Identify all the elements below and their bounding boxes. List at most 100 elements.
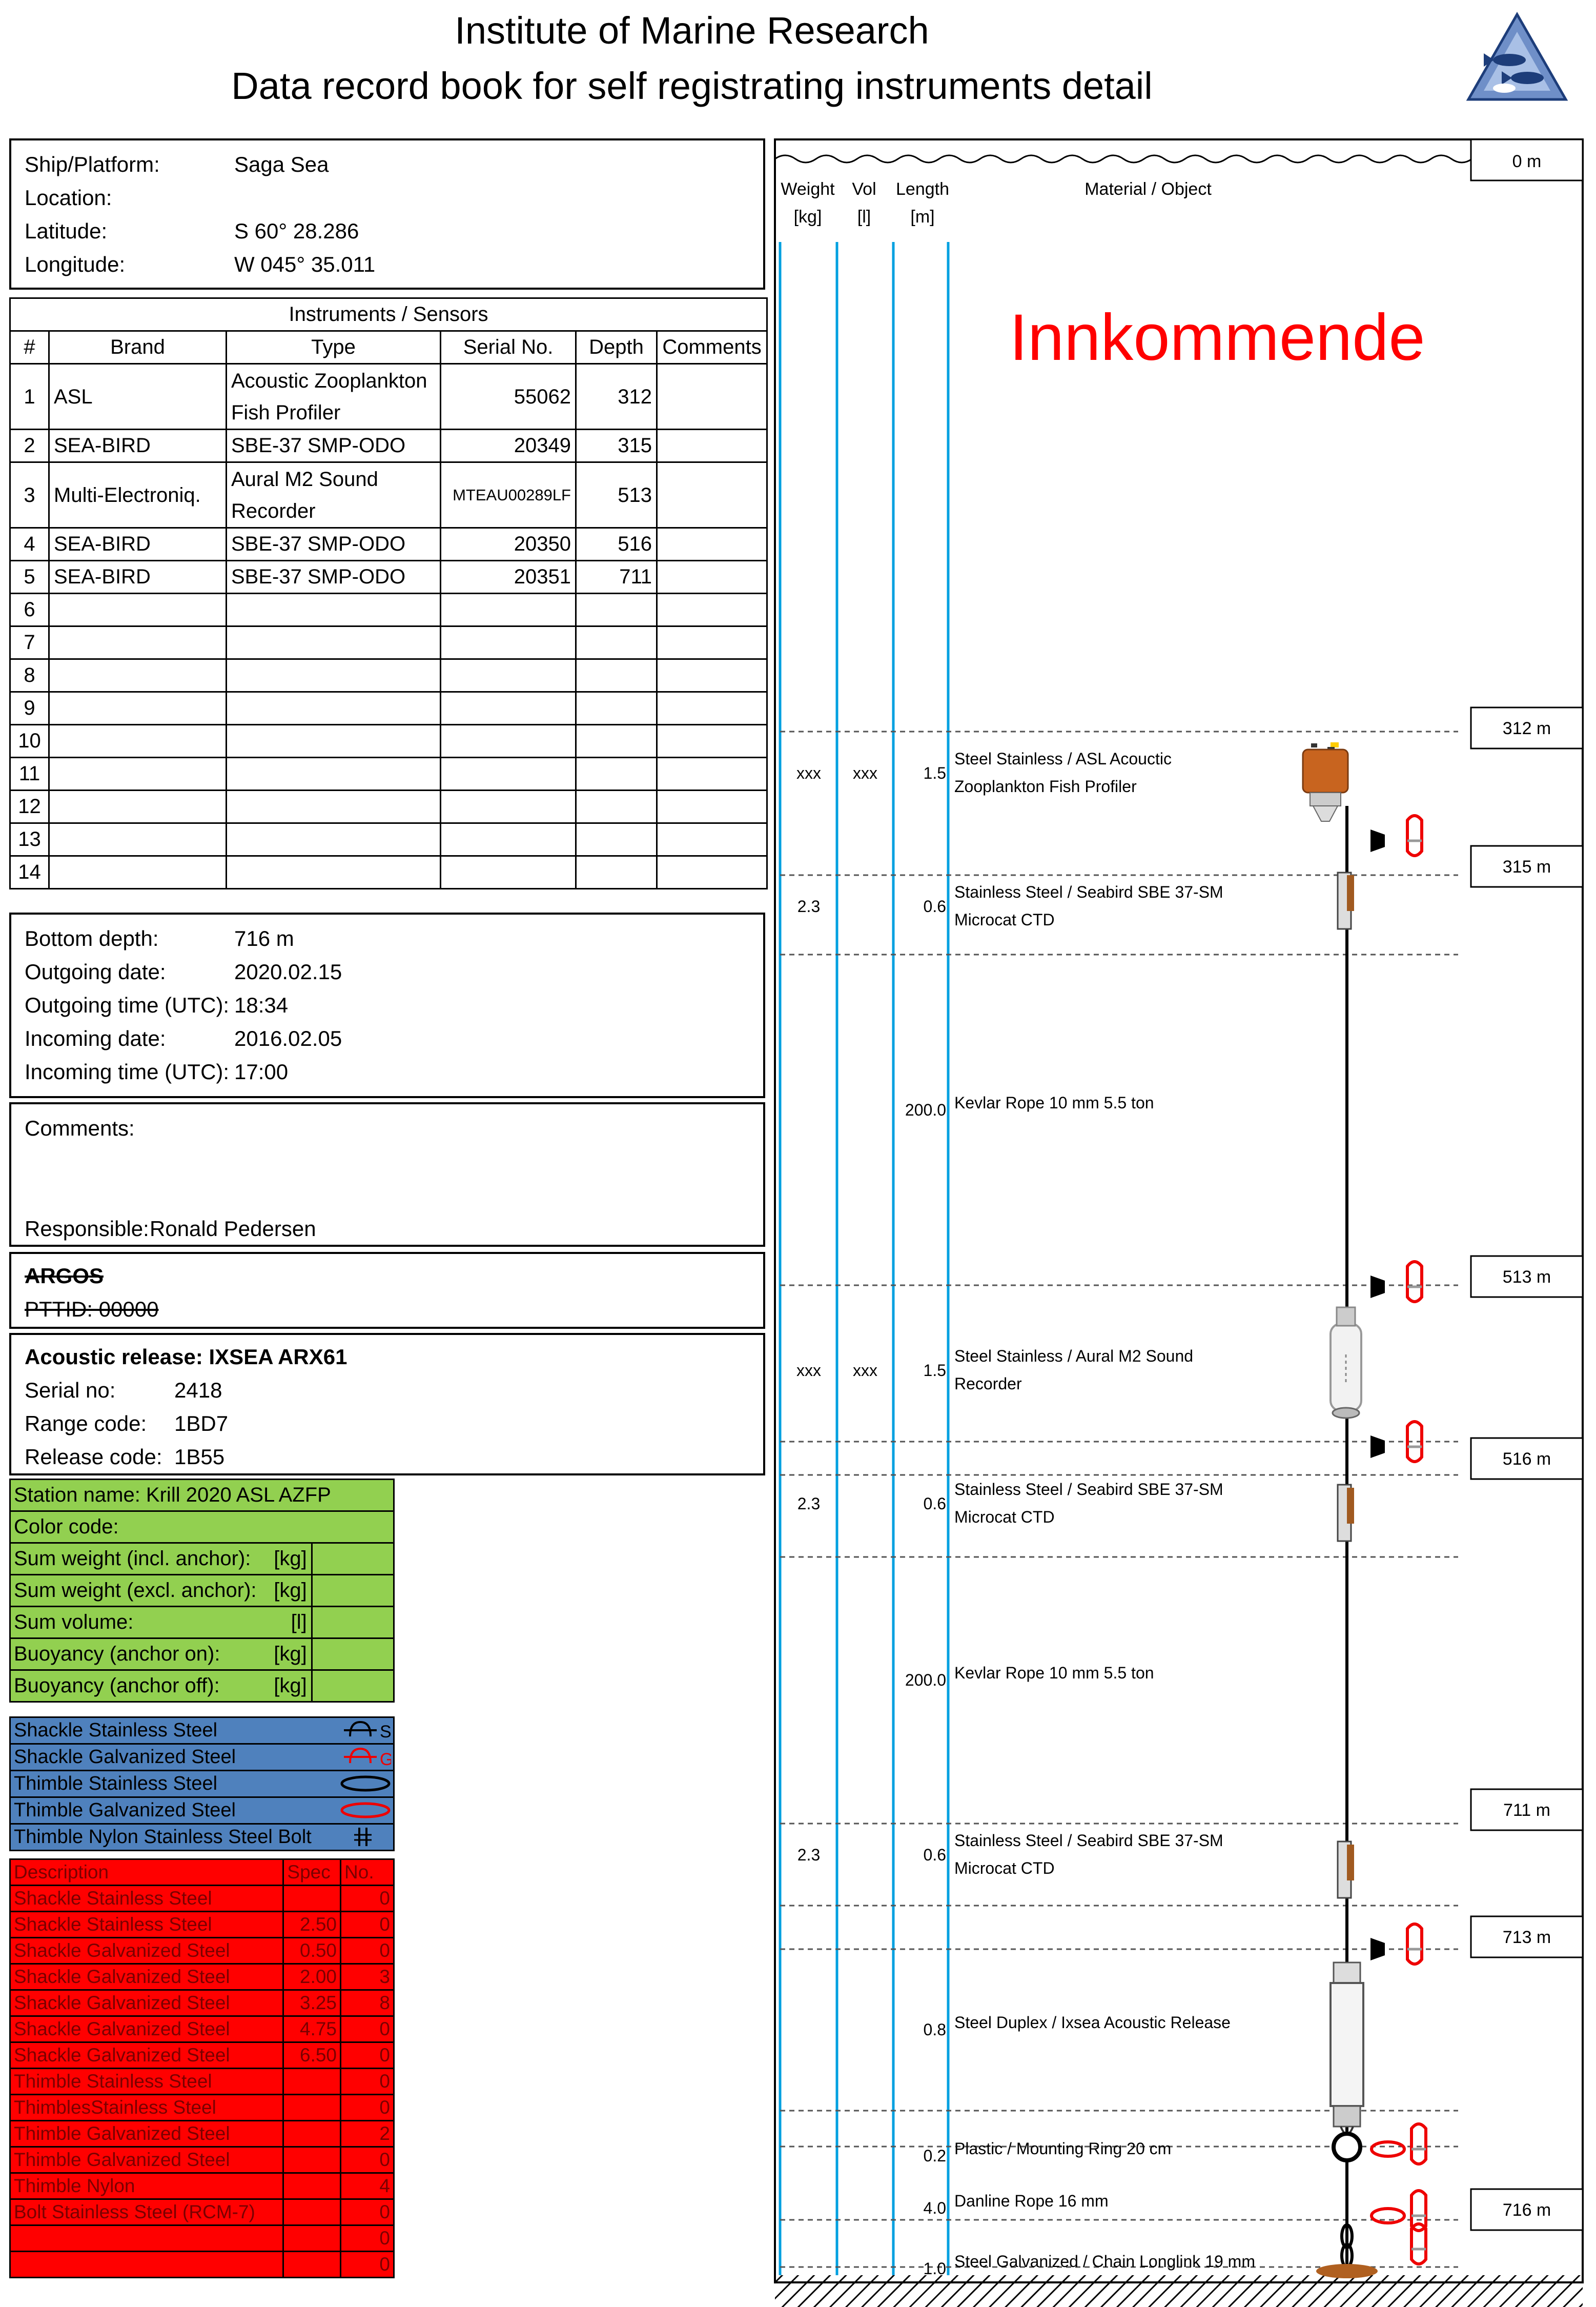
parts-n-cell: 0 — [340, 2198, 395, 2226]
station-row: Buoyancy (anchor off): [kg] — [9, 1669, 395, 1703]
instrument-brand-cell: ASL — [48, 363, 227, 430]
instrument-brand-cell — [48, 855, 227, 889]
argos-box: ARGOS PTTID: 00000 — [9, 1252, 765, 1329]
station-value-cell — [311, 1637, 395, 1671]
item-length: 0.6 — [924, 897, 946, 916]
release-code-value: 1B55 — [174, 1445, 225, 1469]
item-material: Kevlar Rope 10 mm 5.5 ton — [954, 1094, 1154, 1112]
item-material: Steel Duplex / Ixsea Acoustic Release — [954, 2013, 1231, 2032]
station-value-cell — [311, 1606, 395, 1639]
instrument-depth-cell — [575, 724, 658, 758]
galvanized-shackle-icon — [1410, 2222, 1427, 2265]
ctd-516-icon — [1337, 1484, 1354, 1542]
instrument-serial-cell — [440, 790, 577, 824]
parts-n-cell: 0 — [340, 1885, 395, 1912]
mooring-diagram: Weight [kg] Vol [l] Length [m] Material … — [774, 138, 1584, 2307]
parts-header-cell: Spec — [282, 1858, 342, 1886]
station-label: Sum volume: — [14, 1611, 134, 1633]
svg-text:S: S — [380, 1722, 391, 1741]
parts-row: 0 — [9, 2224, 395, 2252]
incoming-stamp: Innkommende — [1009, 301, 1425, 374]
latitude-label: Latitude: — [25, 219, 108, 243]
parts-n-cell: 0 — [340, 1937, 395, 1965]
station-label: Buoyancy (anchor off): — [14, 1674, 220, 1697]
legend-label: Thimble Nylon Stainless Steel Bolt — [14, 1826, 312, 1848]
instrument-row: 10 — [9, 724, 768, 758]
incoming-date-label: Incoming date: — [25, 1026, 166, 1050]
instrument-n-cell: 11 — [9, 757, 50, 791]
instrument-depth-cell — [575, 691, 658, 725]
instrument-n-cell: 13 — [9, 822, 50, 857]
instrument-n-cell: 8 — [9, 658, 50, 693]
legend-label: Shackle Galvanized Steel — [14, 1746, 236, 1768]
instrument-depth-cell: 711 — [575, 560, 658, 594]
instrument-row: 14 — [9, 855, 768, 889]
instrument-comment-cell — [656, 625, 768, 660]
responsible-value: Ronald Pedersen — [150, 1217, 316, 1241]
instrument-serial-cell — [440, 593, 577, 627]
item-length: 0.6 — [924, 1494, 946, 1513]
parts-d-cell: Shackle Galvanized Steel — [9, 1963, 284, 1991]
galvanized-shackle-icon — [1406, 1420, 1423, 1463]
station-unit: [kg] — [274, 1674, 307, 1697]
instrument-serial-cell: 20349 — [440, 429, 577, 463]
mounting-ring-icon — [1332, 2132, 1362, 2162]
parts-n-cell: 0 — [340, 1911, 395, 1938]
instrument-row: 12 — [9, 790, 768, 824]
sea-surface — [774, 154, 1534, 164]
instrument-serial-cell — [440, 625, 577, 660]
item-length: 1.5 — [924, 764, 946, 782]
parts-n-cell: 0 — [340, 2146, 395, 2174]
station-label-cell: Station name: Krill 2020 ASL AZFP — [9, 1479, 395, 1512]
instrument-brand-cell: SEA-BIRD — [48, 527, 227, 561]
parts-s-cell — [282, 2094, 342, 2121]
item-material: Steel Stainless / Aural M2 Sound — [954, 1347, 1193, 1365]
comments-box: Comments: Responsible: Ronald Pedersen — [9, 1102, 765, 1247]
vol-unit: [l] — [857, 207, 871, 227]
station-label: Sum weight (incl. anchor): — [14, 1547, 251, 1570]
header-subtitle: Data record book for self registrating i… — [231, 65, 1153, 107]
station-label-cell: Sum weight (incl. anchor):[kg] — [9, 1542, 313, 1575]
imr-logo-icon — [1466, 11, 1568, 101]
item-material: Microcat CTD — [954, 910, 1055, 929]
weight-unit: [kg] — [794, 207, 822, 227]
item-length: 200.0 — [905, 1671, 946, 1689]
release-title: Acoustic release: IXSEA ARX61 — [25, 1345, 347, 1369]
galvanized-shackle-icon — [1406, 1260, 1423, 1303]
instrument-depth-cell: 315 — [575, 429, 658, 463]
vol-header: Vol — [852, 179, 876, 199]
instrument-n-cell: 12 — [9, 790, 50, 824]
galvanized-shackle-icon — [1406, 814, 1423, 857]
instrument-comment-cell — [656, 822, 768, 857]
instrument-serial-cell — [440, 822, 577, 857]
parts-s-cell: 6.50 — [282, 2041, 342, 2069]
parts-header-cell: Description — [9, 1858, 284, 1886]
bottom-depth-label: Bottom depth: — [25, 926, 159, 950]
item-material: Microcat CTD — [954, 1859, 1055, 1877]
instrument-brand-cell — [48, 757, 227, 791]
parts-s-cell: 3.25 — [282, 1989, 342, 2017]
item-material: Stainless Steel / Seabird SBE 37-SM — [954, 1480, 1223, 1499]
instrument-comment-cell — [656, 790, 768, 824]
instrument-depth-cell — [575, 822, 658, 857]
item-weight: 2.3 — [797, 1494, 820, 1513]
item-length: 200.0 — [905, 1101, 946, 1119]
instrument-depth-cell — [575, 790, 658, 824]
argos-pttid: PTTID: 00000 — [25, 1297, 159, 1321]
parts-row: 0 — [9, 2251, 395, 2278]
station-label-cell: Buoyancy (anchor off): [kg] — [9, 1669, 313, 1703]
ship-value: Saga Sea — [234, 152, 329, 176]
depth-label: 711 m — [1503, 1800, 1550, 1820]
svg-text:G: G — [380, 1750, 391, 1767]
release-range-label: Range code: — [25, 1411, 147, 1435]
parts-header-cell: No. — [340, 1858, 395, 1886]
item-material: Danline Rope 16 mm — [954, 2192, 1109, 2210]
instrument-type-cell — [226, 855, 441, 889]
instrument-row: 11 — [9, 757, 768, 791]
